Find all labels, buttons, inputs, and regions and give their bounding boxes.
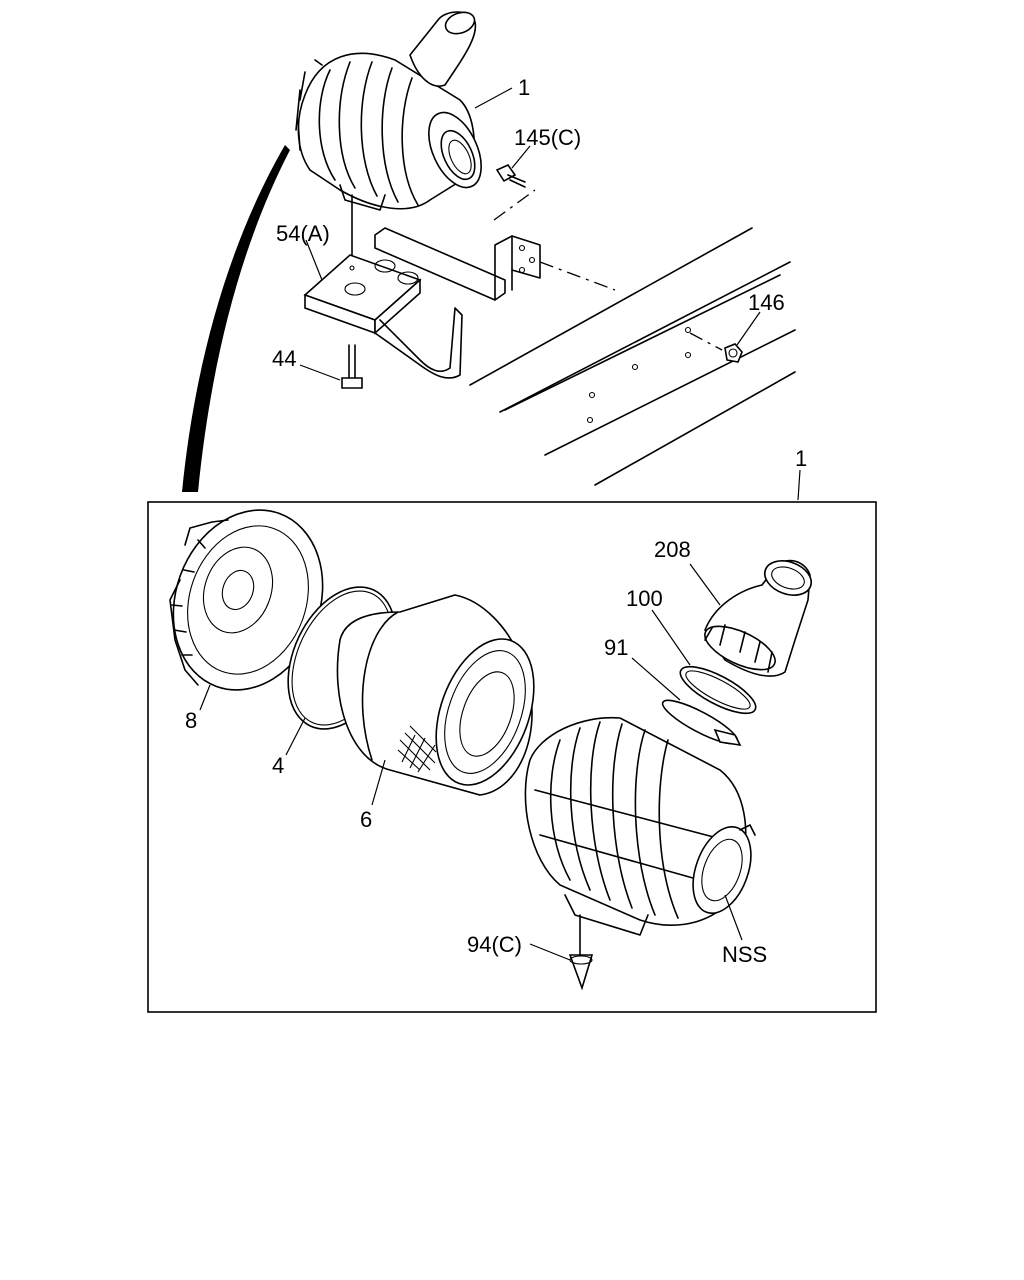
clamp-100 [679,665,757,715]
label-element-6: 6 [360,807,372,832]
frame-rail [469,227,796,486]
label-assembly-detail: 1 [795,446,807,471]
valve-94-icon [568,914,594,991]
label-body-nss: NSS [722,942,767,967]
label-bracket-54: 54(A) [276,221,330,246]
bolt-44-icon [341,344,363,389]
detail-box [147,501,877,1013]
label-cover-8: 8 [185,708,197,733]
label-nut-146: 146 [748,290,785,315]
label-bolt-44: 44 [272,346,296,371]
callout-labels: 1 145(C) 54(A) 146 44 1 208 100 91 8 4 6… [185,75,807,967]
filter-element-6 [336,594,535,796]
label-clamp-100: 100 [626,586,663,611]
label-hose-208: 208 [654,537,691,562]
air-cleaner-assembled-top [295,11,482,211]
label-valve-94: 94(C) [467,932,522,957]
label-band-91: 91 [604,635,628,660]
inlet-hose-208 [704,559,813,677]
leader-lines [199,87,801,961]
cover-8 [169,509,324,691]
bolt-145-icon [495,163,526,188]
detail-pointer [182,145,290,492]
air-cleaner-body-nss [524,716,756,936]
nut-146-icon [724,343,743,363]
band-91 [661,699,742,747]
label-bolt-145: 145(C) [514,125,581,150]
label-assembly-top: 1 [518,75,530,100]
label-seal-4: 4 [272,753,284,778]
mounting-bracket [303,227,541,379]
